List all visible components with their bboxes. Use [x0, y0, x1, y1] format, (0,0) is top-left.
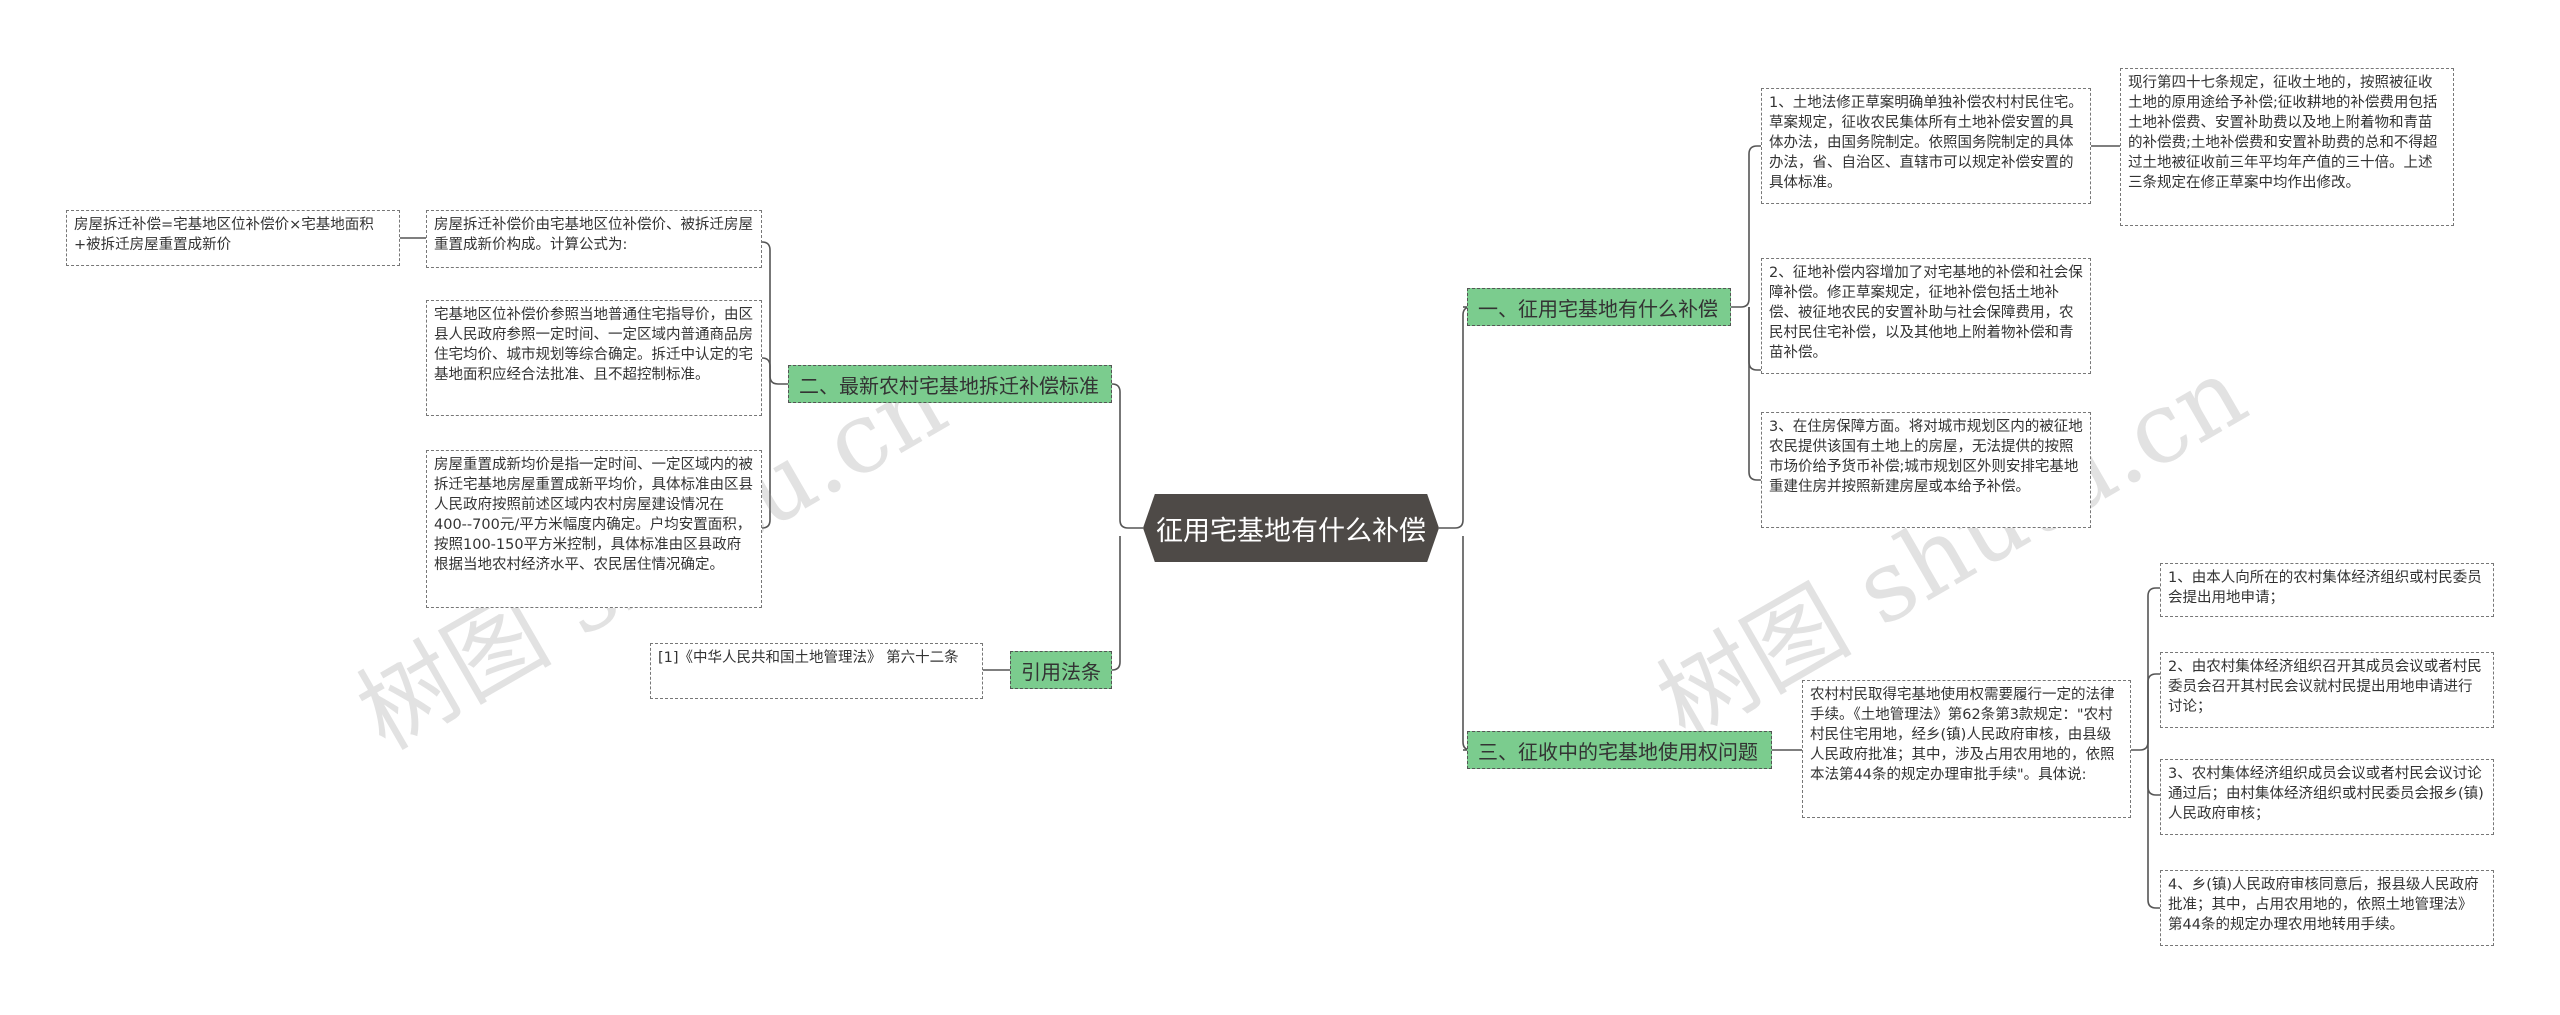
leaf-text: 3、在住房保障方面。将对城市规划区内的被征地农民提供该国有土地上的房屋，无法提供… — [1769, 419, 2083, 495]
root-topic[interactable]: 征用宅基地有什么补偿 — [1143, 494, 1439, 562]
branch-label: 二、最新农村宅基地拆迁补偿标准 — [799, 373, 1099, 398]
edge-root-branch4 — [1111, 536, 1121, 671]
leaf-text: 农村村民取得宅基地使用权需要履行一定的法律手续。《土地管理法》第62条第3款规定… — [1810, 687, 2115, 783]
edge-root-branch2 — [1111, 383, 1143, 529]
edge-root-branch3 — [1462, 536, 1472, 751]
branch-label: 一、征用宅基地有什么补偿 — [1478, 296, 1718, 321]
leaf-text: 房屋重置成新均价是指一定时间、一定区域内的被拆迁宅基地房屋重置成新平均价，具体标… — [434, 457, 753, 573]
leaf-branch1-item3[interactable]: 3、在住房保障方面。将对城市规划区内的被征地农民提供该国有土地上的房屋，无法提供… — [1761, 412, 2091, 528]
branch-label: 引用法条 — [1021, 659, 1101, 684]
leaf-text: [1]《中华人民共和国土地管理法》 第六十二条 — [658, 650, 959, 666]
leaf-branch1-item1-note[interactable]: 现行第四十七条规定，征收土地的，按照被征收土地的原用途给予补偿;征收耕地的补偿费… — [2120, 68, 2454, 226]
leaf-branch4-item[interactable]: [1]《中华人民共和国土地管理法》 第六十二条 — [650, 643, 983, 699]
leaf-branch3-sub3[interactable]: 3、农村集体经济组织成员会议或者村民会议讨论通过后；由村集体经济组织或村民委员会… — [2160, 759, 2494, 835]
leaf-branch2-item2[interactable]: 宅基地区位补偿价参照当地普通住宅指导价，由区县人民政府参照一定时间、一定区域内普… — [426, 300, 762, 416]
leaf-text: 1、由本人向所在的农村集体经济组织或村民委员会提出用地申请； — [2168, 570, 2482, 606]
leaf-branch2-formula[interactable]: 房屋拆迁补偿=宅基地区位补偿价×宅基地面积+被拆迁房屋重置成新价 — [66, 210, 400, 266]
leaf-branch3-sub1[interactable]: 1、由本人向所在的农村集体经济组织或村民委员会提出用地申请； — [2160, 563, 2494, 617]
leaf-text: 现行第四十七条规定，征收土地的，按照被征收土地的原用途给予补偿;征收耕地的补偿费… — [2128, 75, 2438, 191]
branch-demolition-standards[interactable]: 二、最新农村宅基地拆迁补偿标准 — [788, 365, 1112, 403]
leaf-branch1-item2[interactable]: 2、征地补偿内容增加了对宅基地的补偿和社会保障补偿。修正草案规定，征地补偿包括土… — [1761, 258, 2091, 374]
leaf-text: 4、乡(镇)人民政府审核同意后，报县级人民政府批准；其中，占用农用地的，依照土地… — [2168, 877, 2479, 933]
leaf-text: 1、土地法修正草案明确单独补偿农村村民住宅。草案规定，征收农民集体所有土地补偿安… — [1769, 95, 2083, 191]
leaf-branch3-sub2[interactable]: 2、由农村集体经济组织召开其成员会议或者村民委员会召开其村民会议就村民提出用地申… — [2160, 652, 2494, 728]
leaf-text: 房屋拆迁补偿价由宅基地区位补偿价、被拆迁房屋重置成新价构成。计算公式为: — [434, 217, 753, 253]
branch-compensation-types[interactable]: 一、征用宅基地有什么补偿 — [1467, 288, 1731, 326]
leaf-text: 3、农村集体经济组织成员会议或者村民会议讨论通过后；由村集体经济组织或村民委员会… — [2168, 766, 2484, 822]
branch-land-use-rights[interactable]: 三、征收中的宅基地使用权问题 — [1467, 731, 1772, 769]
leaf-text: 房屋拆迁补偿=宅基地区位补偿价×宅基地面积+被拆迁房屋重置成新价 — [74, 217, 374, 253]
leaf-text: 宅基地区位补偿价参照当地普通住宅指导价，由区县人民政府参照一定时间、一定区域内普… — [434, 307, 753, 383]
root-topic-label: 征用宅基地有什么补偿 — [1156, 515, 1426, 547]
leaf-branch3-item[interactable]: 农村村民取得宅基地使用权需要履行一定的法律手续。《土地管理法》第62条第3款规定… — [1802, 680, 2131, 818]
leaf-text: 2、由农村集体经济组织召开其成员会议或者村民委员会召开其村民会议就村民提出用地申… — [2168, 659, 2482, 715]
leaf-branch1-item1[interactable]: 1、土地法修正草案明确单独补偿农村村民住宅。草案规定，征收农民集体所有土地补偿安… — [1761, 88, 2091, 204]
leaf-branch2-item1[interactable]: 房屋拆迁补偿价由宅基地区位补偿价、被拆迁房屋重置成新价构成。计算公式为: — [426, 210, 762, 268]
leaf-text: 2、征地补偿内容增加了对宅基地的补偿和社会保障补偿。修正草案规定，征地补偿包括土… — [1769, 265, 2083, 361]
leaf-branch3-sub4[interactable]: 4、乡(镇)人民政府审核同意后，报县级人民政府批准；其中，占用农用地的，依照土地… — [2160, 870, 2494, 946]
edge-root-branch1 — [1439, 306, 1472, 529]
branch-label: 三、征收中的宅基地使用权问题 — [1478, 739, 1758, 764]
leaf-branch2-item3[interactable]: 房屋重置成新均价是指一定时间、一定区域内的被拆迁宅基地房屋重置成新平均价，具体标… — [426, 450, 762, 608]
branch-cited-law[interactable]: 引用法条 — [1010, 651, 1112, 689]
